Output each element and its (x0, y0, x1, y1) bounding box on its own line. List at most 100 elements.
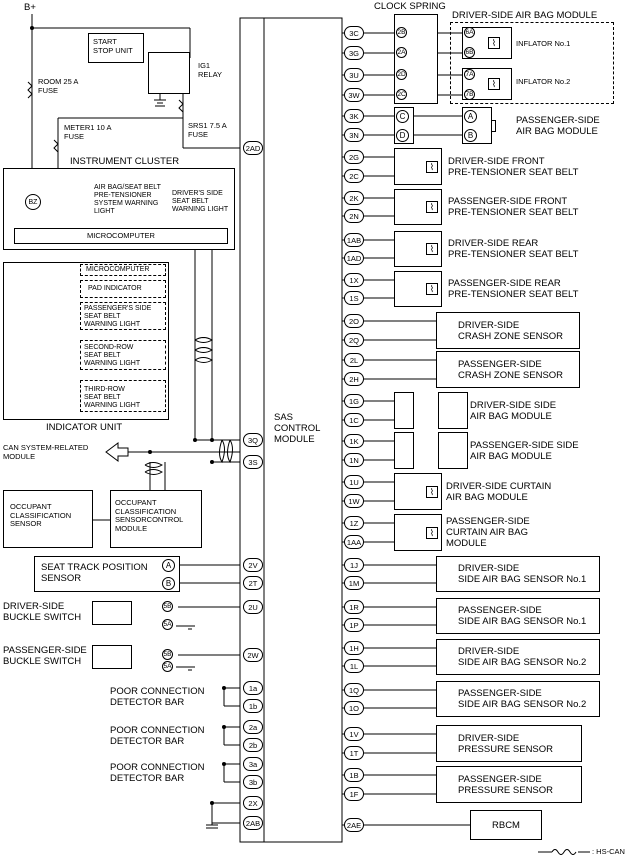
passenger-buckle-switch-label: PASSENGER-SIDE BUCKLE SWITCH (3, 645, 87, 667)
clock-spring-pin-2c: 2C (396, 89, 407, 100)
indicator-microcomputer-label: MICROCOMPUTER (86, 266, 150, 273)
ig1-relay-box (148, 52, 190, 94)
inflator-1-pin-6a: 6A (464, 27, 475, 38)
buzzer-icon: BZ (25, 194, 41, 210)
component-box (436, 766, 582, 803)
rbcm-box: RBCM (470, 810, 542, 840)
occupant-sensor-label: OCCUPANT CLASSIFICATION SENSOR (10, 502, 72, 528)
passenger-buckle-pin-5b: 5B (162, 649, 173, 660)
pin-2W: 2W (243, 648, 263, 662)
module-connector-a: A (464, 110, 477, 123)
inflator-1-label: INFLATOR No.1 (516, 39, 571, 48)
pin-1V: 1V (344, 727, 364, 741)
inflator-icon: ⌇ (426, 283, 438, 295)
start-stop-unit-label: START STOP UNIT (93, 37, 133, 55)
component-label: PASSENGER-SIDE SIDE AIR BAG MODULE (470, 439, 579, 462)
second-row-light-box (80, 340, 166, 370)
pin-1M: 1M (344, 576, 364, 590)
component-label: DRIVER-SIDE CRASH ZONE SENSOR (458, 319, 564, 342)
driver-buckle-pin-5a: 5A (162, 619, 173, 630)
component-box (436, 312, 580, 349)
pin-1X: 1X (344, 273, 364, 287)
sas-module-outline (239, 17, 343, 843)
inflator-2-pin-7a: 7A (464, 69, 475, 80)
driver-buckle-switch-box (92, 601, 132, 625)
ig1-relay-label: IG1 RELAY (198, 61, 223, 79)
pin-1F: 1F (344, 787, 364, 801)
pin-1S: 1S (344, 291, 364, 305)
component-box (436, 351, 580, 388)
pin-1AB: 1AB (344, 233, 364, 247)
pin-2U: 2U (243, 600, 263, 614)
pin-3Q: 3Q (243, 433, 263, 447)
component-box (436, 556, 600, 592)
component-box (436, 598, 600, 634)
pin-3U: 3U (344, 68, 364, 82)
connector-c: C (396, 110, 409, 123)
pin-3S: 3S (243, 455, 263, 469)
pin-3b: 3b (243, 775, 263, 789)
inflator-icon: ⌇ (426, 160, 438, 173)
meter-fuse-label: METER1 10 A FUSE (64, 123, 112, 141)
pin-1O: 1O (344, 701, 364, 715)
pin-2G: 2G (344, 150, 364, 164)
pad-indicator-box (80, 280, 166, 298)
poor-connection-label-3: POOR CONNECTION DETECTOR BAR (110, 762, 205, 784)
inflator-2-icon: ⌇ (488, 78, 500, 90)
pin-2a: 2a (243, 720, 263, 734)
component-label: DRIVER-SIDE CURTAIN AIR BAG MODULE (446, 480, 552, 503)
component-label: PASSENGER-SIDE SIDE AIR BAG SENSOR No.2 (458, 688, 587, 710)
pin-2K: 2K (344, 191, 364, 205)
can-module-label: CAN SYSTEM-RELATED MODULE (3, 443, 89, 461)
poor-connection-label-1: POOR CONNECTION DETECTOR BAR (110, 686, 205, 708)
module-box (438, 432, 468, 469)
airbag-warning-light-label: AIR BAG/SEAT BELT PRE-TENSIONER SYSTEM W… (94, 184, 161, 215)
pin-3a: 3a (243, 757, 263, 771)
second-row-light-label: SECOND-ROW SEAT BELT WARNING LIGHT (84, 344, 141, 367)
poor-connection-label-2: POOR CONNECTION DETECTOR BAR (110, 725, 205, 747)
pin-1Q: 1Q (344, 683, 364, 697)
clock-spring-pin-2a: 2A (396, 47, 407, 58)
pin-1B: 1B (344, 768, 364, 782)
pin-3N: 3N (344, 128, 364, 142)
pin-2C: 2C (344, 169, 364, 183)
component-label: DRIVER-SIDE SIDE AIR BAG SENSOR No.2 (458, 646, 587, 668)
inflator-icon: ⌇ (426, 201, 438, 213)
pin-2AE: 2AE (344, 818, 364, 832)
inflator-1-pin-6b: 6B (464, 47, 475, 58)
component-label: PASSENGER-SIDE AIR BAG MODULE (516, 114, 600, 137)
component-label: PASSENGER-SIDE REAR PRE-TENSIONER SEAT B… (448, 278, 579, 300)
component-box (436, 639, 600, 675)
seat-track-sensor-label: SEAT TRACK POSITION SENSOR (41, 562, 148, 584)
rbcm-label: RBCM (492, 820, 520, 831)
pin-2H: 2H (344, 372, 364, 386)
pin-3W: 3W (344, 88, 364, 102)
inflator-2-label: INFLATOR No.2 (516, 77, 571, 86)
pin-1Z: 1Z (344, 516, 364, 530)
occupant-module-box: OCCUPANT CLASSIFICATION SENSORCONTROL MO… (110, 490, 202, 548)
hs-can-legend-label: : HS-CAN (592, 847, 625, 856)
seat-track-pin-b: B (162, 577, 175, 590)
pin-1P: 1P (344, 618, 364, 632)
pin-3K: 3K (344, 109, 364, 123)
pin-1C: 1C (344, 413, 364, 427)
inflator-icon: ⌇ (426, 243, 438, 255)
passenger-seatbelt-light-label: PASSENGER'S SIDE SEAT BELT WARNING LIGHT (84, 305, 152, 328)
pin-1AA: 1AA (344, 535, 364, 549)
pin-1b: 1b (243, 699, 263, 713)
component-label: DRIVER-SIDE REAR PRE-TENSIONER SEAT BELT (448, 238, 579, 260)
seatbelt-warning-light-label: DRIVER'S SIDE SEAT BELT WARNING LIGHT (172, 190, 229, 213)
driver-airbag-module-box (450, 22, 614, 104)
pin-1T: 1T (344, 746, 364, 760)
component-label: DRIVER-SIDE PRESSURE SENSOR (458, 732, 554, 755)
component-label: PASSENGER-SIDE PRESSURE SENSOR (458, 773, 554, 796)
inflator-2-pin-7b: 7B (464, 89, 475, 100)
pin-1AD: 1AD (344, 251, 364, 265)
instrument-cluster-title: INSTRUMENT CLUSTER (70, 156, 180, 167)
pin-1J: 1J (344, 558, 364, 572)
pin-2AD: 2AD (243, 141, 263, 155)
component-label: PASSENGER-SIDE CRASH ZONE SENSOR (458, 358, 564, 381)
indicator-unit-title: INDICATOR UNIT (46, 422, 123, 433)
pad-indicator-label: PAD INDICATOR (88, 285, 142, 292)
component-label: PASSENGER-SIDE CURTAIN AIR BAG MODULE (446, 516, 530, 549)
